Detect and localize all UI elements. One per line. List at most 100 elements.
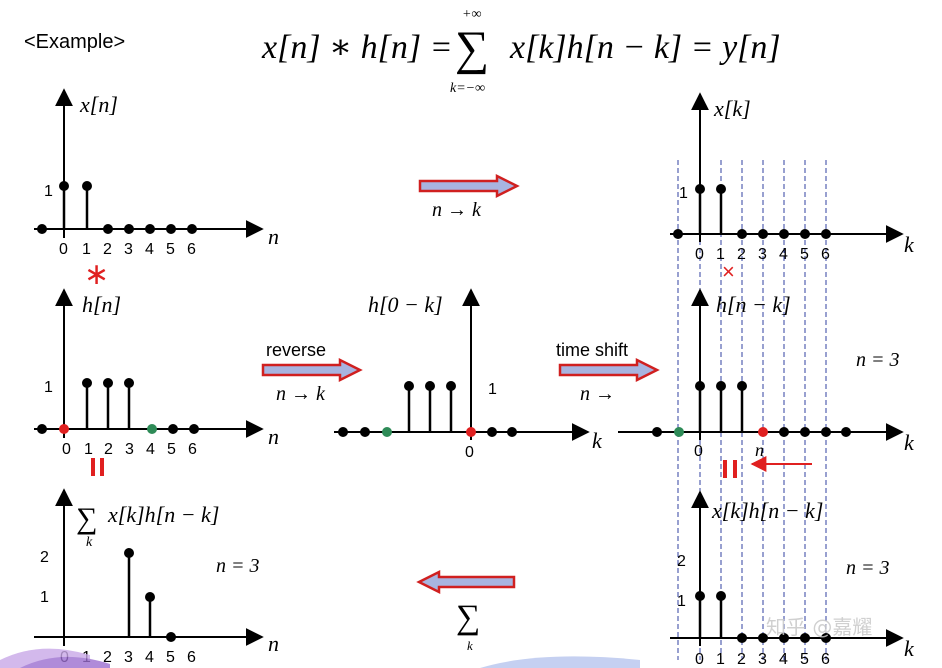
axis-label: k [904, 430, 915, 455]
arrow-reverse: reverse n → k [261, 340, 363, 405]
zero-dot [758, 229, 768, 239]
panel-label: h[n − k] [716, 292, 791, 317]
stem-dot-3 [124, 548, 134, 558]
y-tick-1: 1 [44, 183, 53, 200]
zero-dot [37, 424, 47, 434]
convolution-star-operator: ∗ [84, 258, 109, 291]
tick-5: 5 [166, 241, 175, 258]
tick-3: 3 [124, 241, 133, 258]
panel-product: x[k]h[n − k] n = 3 k 2 1 0 1 2 3 4 5 6 [670, 490, 915, 668]
zero-dot [779, 229, 789, 239]
block-arrow-right [418, 173, 520, 199]
tick-3: 3 [124, 649, 133, 666]
y-tick-2: 2 [40, 549, 49, 566]
panel-x-k: x[k] k 1 0 1 2 3 4 5 6 [670, 92, 915, 263]
arrow-label: n → k [276, 383, 326, 405]
tick-4: 4 [146, 441, 155, 458]
y-tick-2: 2 [677, 553, 686, 570]
zero-dot [800, 229, 810, 239]
stem-dot-0 [695, 184, 705, 194]
stem-dot-1 [82, 378, 92, 388]
zero-dot [168, 424, 178, 434]
axis-label: k [904, 232, 915, 257]
tick-5: 5 [167, 441, 176, 458]
stem-dot-0 [59, 181, 69, 191]
axis-label: k [904, 636, 915, 661]
zero-dot [737, 633, 747, 643]
tick-0: 0 [695, 651, 704, 668]
zero-dot [487, 427, 497, 437]
stem-dot-0 [695, 591, 705, 601]
zero-dot [187, 224, 197, 234]
panel-label: x[k] [713, 96, 751, 121]
zero-dot [779, 633, 789, 643]
zero-dot [821, 229, 831, 239]
zero-dot [800, 427, 810, 437]
zero-dot [189, 424, 199, 434]
end-dot-green [382, 427, 392, 437]
stem-dot [404, 381, 414, 391]
multiply-operator: × [722, 259, 735, 284]
tick-2: 2 [737, 651, 746, 668]
panel-x-n: x[n] n 1 0 1 2 3 4 5 6 [34, 88, 279, 258]
y-tick-1: 1 [677, 593, 686, 610]
tick-0: 0 [695, 246, 704, 263]
zero-dot [800, 633, 810, 643]
stem-dot-3 [124, 378, 134, 388]
panel-label: x[n] [79, 92, 118, 117]
n-value-label: n = 3 [216, 555, 260, 577]
panel-h-0-minus-k: h[0 − k] k 1 0 [334, 288, 603, 461]
zero-dot [652, 427, 662, 437]
arrow-label: n → k [432, 199, 482, 221]
tick-4: 4 [779, 651, 788, 668]
tick-n: n [755, 440, 764, 460]
panel-label: h[0 − k] [368, 292, 443, 317]
origin-dot-red [59, 424, 69, 434]
zero-dot [166, 632, 176, 642]
end-dot-green [147, 424, 157, 434]
zero-dot [124, 224, 134, 234]
zero-dot [338, 427, 348, 437]
tick-4: 4 [779, 246, 788, 263]
panel-label: x[k]h[n − k] [107, 502, 219, 527]
tick-6: 6 [821, 651, 830, 668]
sum-symbol: ∑ [76, 502, 97, 535]
panel-sum-result: ∑ k x[k]h[n − k] n = 3 n 2 1 0 1 2 3 4 5… [34, 488, 279, 666]
tick-2: 2 [737, 246, 746, 263]
tick-1: 1 [716, 246, 725, 263]
equation-lower-limit: k=−∞ [450, 81, 485, 96]
tick-6: 6 [188, 441, 197, 458]
equals-operator-left [91, 458, 104, 476]
zero-dot [841, 427, 851, 437]
block-arrow-left [416, 569, 516, 595]
arrow-title: time shift [556, 340, 628, 360]
end-dot-green [674, 427, 684, 437]
decorative-background-swirl [0, 648, 640, 668]
tick-1: 1 [716, 651, 725, 668]
equation-upper-limit: +∞ [462, 7, 481, 22]
zero-dot [103, 224, 113, 234]
arrow-label: n → [580, 383, 615, 405]
sum-subscript: k [467, 638, 473, 653]
axis-label: n [268, 631, 279, 656]
axis-label: k [592, 428, 603, 453]
zero-dot [821, 633, 831, 643]
stem-dot-1 [716, 184, 726, 194]
tick-1: 1 [82, 241, 91, 258]
y-tick-1: 1 [488, 381, 497, 398]
axis-label: n [268, 424, 279, 449]
stem-dot-2 [737, 381, 747, 391]
stem-dot-1 [82, 181, 92, 191]
stem-dot-0 [695, 381, 705, 391]
block-arrow-right [558, 357, 660, 383]
tick-3: 3 [125, 441, 134, 458]
zero-dot [758, 633, 768, 643]
panel-label: x[k]h[n − k] [711, 498, 823, 523]
arrow-n-to-k: n → k [418, 173, 520, 221]
watermark: 知乎 @嘉耀 [766, 615, 872, 639]
n-value-label: n = 3 [856, 349, 900, 371]
stem-dot-1 [716, 381, 726, 391]
zero-dot [821, 427, 831, 437]
arrow-time-shift: time shift n → [556, 340, 660, 405]
